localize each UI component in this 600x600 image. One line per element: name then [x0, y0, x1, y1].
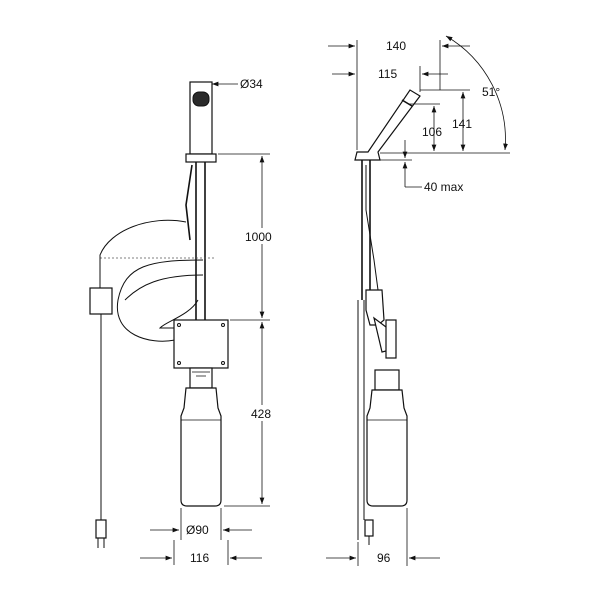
front-dimensions: Ø34 1000 428 Ø90 116: [140, 77, 278, 565]
sensor-window: [192, 91, 210, 107]
dim-side-angle: 51°: [482, 85, 500, 99]
dim-front-base-width: 116: [190, 551, 209, 565]
bottle-pump-front: [189, 367, 213, 389]
side-dimensions: 140 115 51° 141 106 40 max 96: [326, 35, 510, 566]
dim-front-bottle-diameter: Ø90: [186, 523, 209, 537]
soap-bottle-front: [180, 387, 222, 507]
dim-front-height-upper: 1000: [245, 230, 272, 244]
dim-front-height-lower: 428: [251, 407, 271, 421]
power-adapter: [89, 287, 113, 315]
control-box-front: [173, 319, 229, 369]
bottle-pump-side: [374, 369, 400, 391]
power-plug: [95, 519, 107, 539]
front-view: [89, 81, 229, 548]
dim-front-width-top: Ø34: [240, 77, 263, 91]
dim-side-length-total: 140: [386, 39, 406, 53]
faucet-spout-side: [354, 89, 421, 161]
soap-bottle-side: [366, 389, 408, 507]
faucet-base-front: [185, 153, 217, 163]
dim-side-depth-max: 40 max: [424, 180, 463, 194]
dim-side-length-spout: 115: [378, 67, 397, 81]
side-view: [354, 89, 421, 545]
dim-side-base-width: 96: [377, 551, 391, 565]
dim-side-height-total: 141: [452, 117, 472, 131]
dim-side-height-spout: 106: [422, 125, 442, 139]
